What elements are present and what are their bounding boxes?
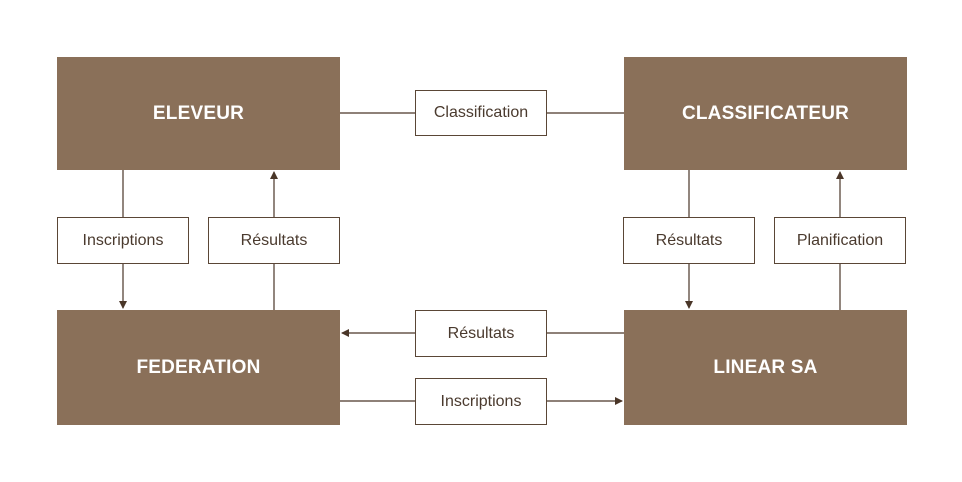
- flow-label-resultats-left: Résultats: [208, 217, 340, 264]
- flow-label-resultats-right: Résultats: [623, 217, 755, 264]
- flow-label-planification: Planification: [774, 217, 906, 264]
- flow-label-resultats-bottom: Résultats: [415, 310, 547, 357]
- entity-linear-sa: LINEAR SA: [624, 310, 907, 425]
- entity-federation: FEDERATION: [57, 310, 340, 425]
- flow-label-classification: Classification: [415, 90, 547, 136]
- entity-eleveur: ELEVEUR: [57, 57, 340, 170]
- entity-classificateur: CLASSIFICATEUR: [624, 57, 907, 170]
- entity-eleveur-label: ELEVEUR: [152, 102, 245, 124]
- flow-label-inscriptions-bottom: Inscriptions: [415, 378, 547, 425]
- entity-linear-sa-label: LINEAR SA: [713, 356, 818, 378]
- entity-classificateur-label: CLASSIFICATEUR: [681, 102, 850, 124]
- entity-federation-label: FEDERATION: [136, 356, 261, 378]
- flow-label-inscriptions-left: Inscriptions: [57, 217, 189, 264]
